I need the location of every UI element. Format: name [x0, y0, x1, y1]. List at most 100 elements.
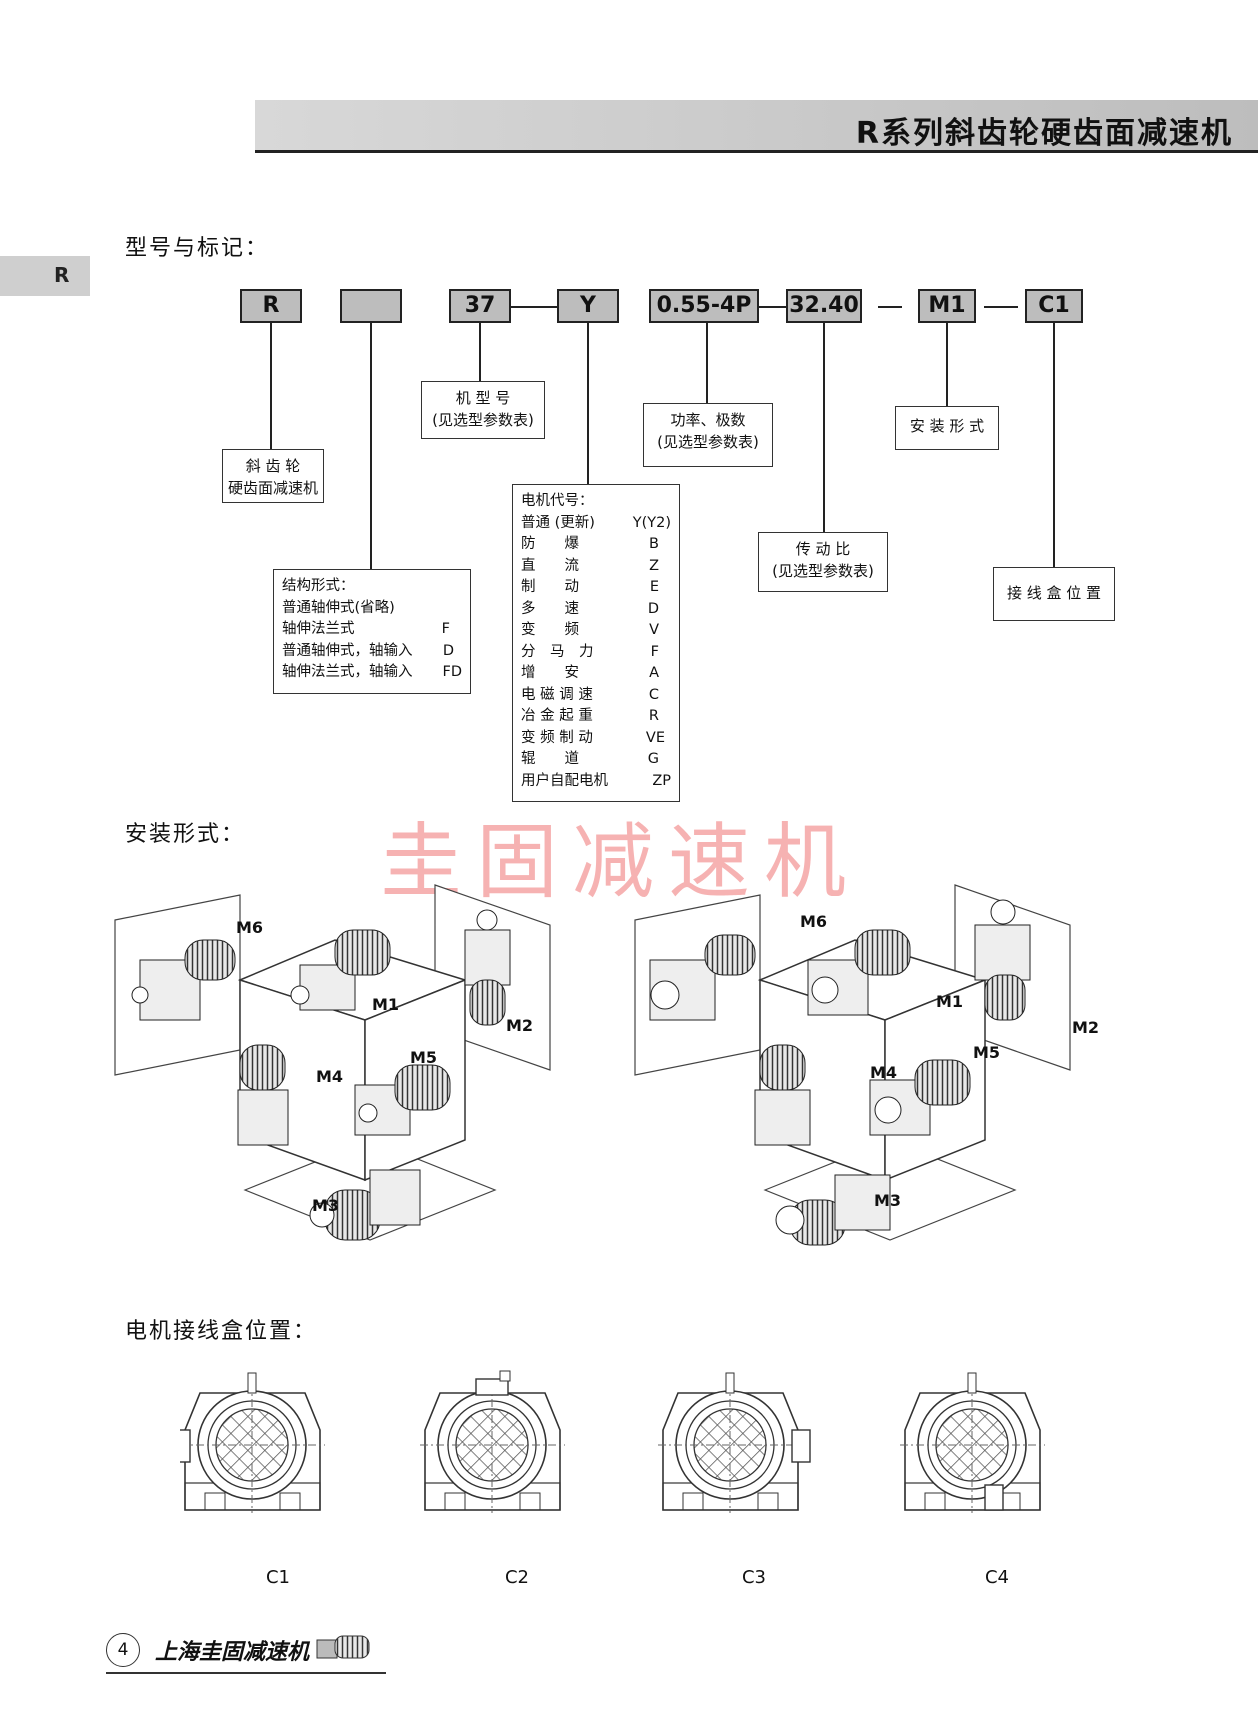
- callout-terminal: 接 线 盒 位 置: [993, 567, 1115, 621]
- code-series: R: [240, 289, 302, 323]
- code-motor: Y: [557, 289, 619, 323]
- box-position-c1: C1: [265, 1567, 291, 1588]
- code-ratio: 32.40: [786, 289, 862, 323]
- gear-motor: [131, 939, 236, 1021]
- mounting-cube-right: [634, 884, 1071, 1246]
- box-position-c3: C3: [741, 1567, 767, 1588]
- section-mount-title: 安装形式：: [125, 822, 246, 847]
- mount-label-m2: M2: [1072, 1018, 1100, 1037]
- gear-motor: [754, 1044, 811, 1146]
- gear-motor: [309, 1169, 421, 1241]
- motor-title: 电机代号：: [521, 493, 594, 509]
- callout-text: 传 动 比: [795, 540, 851, 558]
- structure-title: 结构形式：: [282, 578, 355, 594]
- terminal-box-c4: [899, 1372, 1046, 1514]
- footer-motor-icon: [316, 1635, 370, 1659]
- mount-label-m6: M6: [236, 918, 264, 937]
- terminal-box-drawings: [180, 1370, 1046, 1514]
- callout-mounting: 安 装 形 式: [895, 406, 999, 450]
- callout-text: 接 线 盒 位 置: [1006, 584, 1102, 602]
- gear-motor: [869, 1059, 971, 1136]
- terminal-box-c1: [180, 1372, 326, 1514]
- gear-motor: [807, 929, 911, 1016]
- code-structure: [340, 289, 402, 323]
- mount-label-m2: M2: [506, 1016, 534, 1035]
- dash: [878, 306, 902, 308]
- connector-line: [370, 323, 372, 570]
- mount-label-m5: M5: [973, 1043, 1001, 1062]
- gear-motor: [974, 899, 1031, 1021]
- section-model-title: 型号与标记：: [125, 236, 270, 261]
- section-box-title: 电机接线盒位置：: [125, 1319, 318, 1344]
- connector-line: [270, 323, 272, 450]
- terminal-box-c2: [419, 1370, 566, 1514]
- mount-label-m3: M3: [874, 1191, 902, 1210]
- callout-model-no: 机 型 号 (见选型参数表): [421, 381, 545, 439]
- mount-label-m4: M4: [870, 1063, 898, 1082]
- callout-text: (见选型参数表): [772, 562, 874, 580]
- callout-text: (见选型参数表): [432, 411, 534, 429]
- connector-line: [587, 323, 589, 484]
- connector-line: [706, 323, 708, 403]
- mount-label-m4: M4: [316, 1067, 344, 1086]
- gear-motor: [354, 1064, 451, 1136]
- callout-power: 功率、极数 (见选型参数表): [643, 403, 773, 467]
- gear-motor: [290, 929, 391, 1011]
- callout-text: 安 装 形 式: [909, 417, 985, 435]
- mounting-cube-left: [114, 884, 551, 1241]
- connector-line: [823, 323, 825, 533]
- side-tab-label: R: [54, 263, 70, 287]
- mount-label-m6: M6: [800, 912, 828, 931]
- code-power: 0.55-4P: [649, 289, 759, 323]
- list-item: 普通 (更新)Y(Y2): [521, 514, 671, 531]
- code-terminal: C1: [1025, 289, 1083, 323]
- box-position-c4: C4: [984, 1567, 1010, 1588]
- mount-label-m1: M1: [936, 992, 964, 1011]
- gear-motor: [237, 1044, 289, 1146]
- footer-brand: 上海圭固减速机: [155, 1640, 310, 1665]
- mount-label-m1: M1: [372, 995, 400, 1014]
- page-title: R系列斜齿轮硬齿面减速机: [855, 116, 1233, 151]
- box-position-c2: C2: [504, 1567, 530, 1588]
- code-mounting: M1: [918, 289, 976, 323]
- callout-text: 机 型 号: [455, 389, 511, 407]
- callout-text: 功率、极数: [670, 411, 746, 429]
- mounting-diagram: [114, 884, 1071, 1246]
- mount-label-m3: M3: [312, 1196, 340, 1215]
- mount-label-m5: M5: [410, 1048, 438, 1067]
- callout-helical: 斜 齿 轮 硬齿面减速机: [222, 449, 324, 503]
- connector-line: [946, 323, 948, 407]
- callout-text: 斜 齿 轮: [245, 457, 301, 475]
- dash: [984, 306, 1018, 308]
- connector-line: [1053, 323, 1055, 567]
- page-number: 4: [106, 1633, 140, 1667]
- gear-motor: [464, 909, 511, 1026]
- callout-ratio: 传 动 比 (见选型参数表): [758, 532, 888, 592]
- dash: [759, 306, 786, 308]
- footer-divider: [106, 1672, 386, 1674]
- dash: [511, 306, 557, 308]
- side-tab: R: [0, 256, 90, 296]
- callout-text: (见选型参数表): [657, 433, 759, 451]
- gear-motor: [649, 934, 756, 1021]
- header-bar: R系列斜齿轮硬齿面减速机: [255, 100, 1258, 153]
- callout-text: 硬齿面减速机: [227, 479, 318, 497]
- connector-line: [479, 323, 481, 381]
- gear-motor: [775, 1174, 891, 1246]
